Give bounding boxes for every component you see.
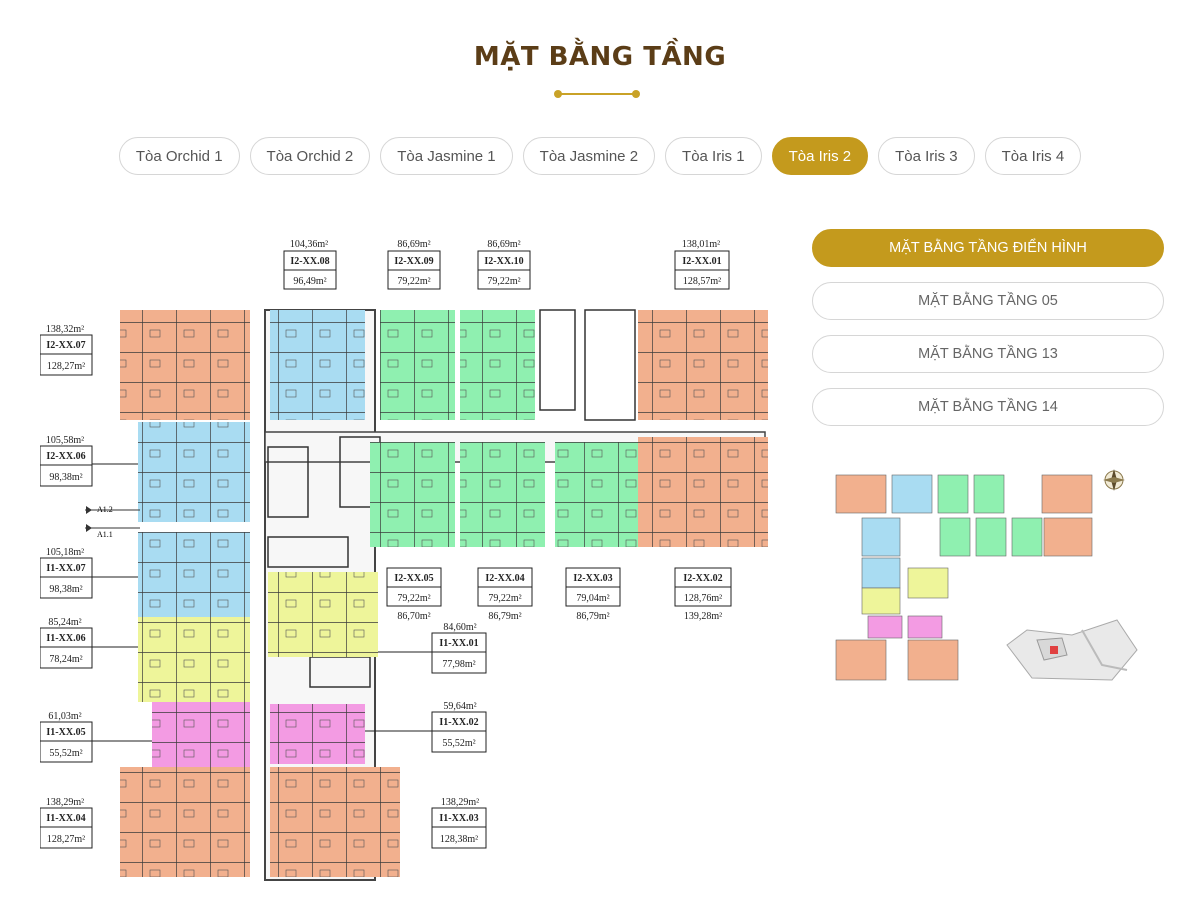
svg-text:77,98m²: 77,98m² — [442, 659, 475, 670]
unit-blocks — [120, 310, 768, 877]
svg-text:I2-XX.08: I2-XX.08 — [290, 256, 329, 267]
svg-text:128,27m²: 128,27m² — [47, 834, 85, 845]
svg-text:84,60m²: 84,60m² — [443, 622, 476, 633]
svg-text:I2-XX.07: I2-XX.07 — [46, 340, 85, 351]
svg-text:55,52m²: 55,52m² — [442, 738, 475, 749]
svg-text:138,29m²: 138,29m² — [441, 797, 479, 808]
svg-text:I2-XX.05: I2-XX.05 — [394, 573, 433, 584]
svg-text:I1-XX.07: I1-XX.07 — [46, 563, 85, 574]
page-title: MẶT BẰNG TẦNG — [473, 42, 727, 72]
tab-iris-4[interactable]: Tòa Iris 4 — [984, 137, 1082, 175]
building-tabs: Tòa Orchid 1 Tòa Orchid 2 Tòa Jasmine 1 … — [118, 137, 1082, 175]
label-i2-01t: 138,01m² I2-XX.01 128,57m² — [674, 239, 730, 290]
marker-a12: A1.2 — [97, 505, 113, 514]
tab-orchid-1[interactable]: Tòa Orchid 1 — [118, 137, 240, 175]
svg-text:128,27m²: 128,27m² — [47, 361, 85, 372]
svg-text:79,22m²: 79,22m² — [488, 593, 521, 604]
tab-iris-2[interactable]: Tòa Iris 2 — [771, 137, 869, 175]
svg-text:98,38m²: 98,38m² — [49, 584, 82, 595]
tab-orchid-2[interactable]: Tòa Orchid 2 — [249, 137, 371, 175]
label-i1-04: 138,29m² I1-XX.04 128,27m² — [40, 797, 93, 849]
svg-text:79,04m²: 79,04m² — [576, 593, 609, 604]
svg-text:I1-XX.03: I1-XX.03 — [439, 813, 478, 824]
svg-text:I1-XX.01: I1-XX.01 — [439, 638, 478, 649]
svg-text:55,52m²: 55,52m² — [49, 748, 82, 759]
unit-labels: 104,36m² I2-XX.08 96,49m² 86,69m² I2-XX.… — [40, 239, 732, 849]
label-i1-05: 61,03m² I1-XX.05 55,52m² — [40, 711, 152, 763]
svg-text:I2-XX.01: I2-XX.01 — [682, 256, 721, 267]
label-i2-07: 138,32m² I2-XX.07 128,27m² — [40, 324, 93, 376]
svg-text:59,64m²: 59,64m² — [443, 701, 476, 712]
floor-13-button[interactable]: MẶT BẰNG TẦNG 13 — [812, 335, 1164, 373]
svg-text:I1-XX.05: I1-XX.05 — [46, 727, 85, 738]
floor-typical-button[interactable]: MẶT BẰNG TẦNG ĐIỂN HÌNH — [812, 229, 1164, 267]
label-i2-10: 86,69m² I2-XX.10 79,22m² — [477, 239, 531, 290]
svg-text:98,38m²: 98,38m² — [49, 472, 82, 483]
svg-text:I2-XX.09: I2-XX.09 — [394, 256, 433, 267]
svg-text:128,38m²: 128,38m² — [440, 834, 478, 845]
svg-text:104,36m²: 104,36m² — [290, 239, 328, 250]
svg-text:138,29m²: 138,29m² — [46, 797, 84, 808]
svg-text:85,24m²: 85,24m² — [48, 617, 81, 628]
svg-text:86,69m²: 86,69m² — [397, 239, 430, 250]
svg-text:I2-XX.10: I2-XX.10 — [484, 256, 523, 267]
tab-iris-3[interactable]: Tòa Iris 3 — [878, 137, 975, 175]
svg-text:96,49m²: 96,49m² — [293, 276, 326, 287]
svg-text:79,22m²: 79,22m² — [397, 276, 430, 287]
svg-text:128,57m²: 128,57m² — [683, 276, 721, 287]
thumbnail-units — [835, 474, 1093, 681]
label-i1-02: 59,64m² I1-XX.02 55,52m² — [365, 701, 487, 753]
label-i2-08: 104,36m² I2-XX.08 96,49m² — [283, 239, 337, 290]
svg-text:105,58m²: 105,58m² — [46, 435, 84, 446]
title-divider — [554, 90, 640, 98]
label-i2-02: I2-XX.02 128,76m² 139,28m² — [674, 567, 732, 622]
compass-icon — [1103, 469, 1125, 491]
svg-text:139,28m²: 139,28m² — [684, 611, 722, 622]
svg-text:79,22m²: 79,22m² — [487, 276, 520, 287]
label-i2-04: I2-XX.04 79,22m² 86,79m² — [477, 567, 533, 622]
svg-text:I1-XX.06: I1-XX.06 — [46, 633, 85, 644]
svg-text:I1-XX.04: I1-XX.04 — [46, 813, 85, 824]
floor-plan-thumbnail[interactable] — [812, 440, 1142, 685]
svg-text:86,70m²: 86,70m² — [397, 611, 430, 622]
svg-text:138,01m²: 138,01m² — [682, 239, 720, 250]
svg-text:86,79m²: 86,79m² — [576, 611, 609, 622]
floor-14-button[interactable]: MẶT BẰNG TẦNG 14 — [812, 388, 1164, 426]
svg-text:78,24m²: 78,24m² — [49, 654, 82, 665]
label-i2-06: 105,58m² I2-XX.06 98,38m² — [40, 435, 138, 487]
label-i1-03: 138,29m² I1-XX.03 128,38m² — [431, 797, 487, 849]
svg-text:128,76m²: 128,76m² — [684, 593, 722, 604]
floor-plan-menu: MẶT BẰNG TẦNG ĐIỂN HÌNH MẶT BẰNG TẦNG 05… — [812, 229, 1164, 441]
site-map-thumbnail — [1006, 619, 1138, 681]
marker-a11: A1.1 — [97, 530, 113, 539]
svg-text:105,18m²: 105,18m² — [46, 547, 84, 558]
tab-jasmine-2[interactable]: Tòa Jasmine 2 — [522, 137, 656, 175]
svg-text:I2-XX.03: I2-XX.03 — [573, 573, 612, 584]
svg-text:86,79m²: 86,79m² — [488, 611, 521, 622]
label-i2-03: I2-XX.03 79,04m² 86,79m² — [565, 567, 621, 622]
svg-text:61,03m²: 61,03m² — [48, 711, 81, 722]
svg-text:79,22m²: 79,22m² — [397, 593, 430, 604]
label-i2-05: I2-XX.05 79,22m² 86,70m² — [386, 567, 442, 622]
floor-05-button[interactable]: MẶT BẰNG TẦNG 05 — [812, 282, 1164, 320]
label-i1-01: 84,60m² I1-XX.01 77,98m² — [378, 622, 487, 674]
svg-text:I1-XX.02: I1-XX.02 — [439, 717, 478, 728]
svg-text:138,32m²: 138,32m² — [46, 324, 84, 335]
label-i1-06: 85,24m² I1-XX.06 78,24m² — [40, 617, 138, 669]
section-markers: A1.2 A1.1 — [85, 505, 140, 539]
svg-text:86,69m²: 86,69m² — [487, 239, 520, 250]
svg-text:I2-XX.02: I2-XX.02 — [683, 573, 722, 584]
tab-iris-1[interactable]: Tòa Iris 1 — [665, 137, 762, 175]
label-i1-07: 105,18m² I1-XX.07 98,38m² — [40, 547, 138, 599]
label-i2-09: 86,69m² I2-XX.09 79,22m² — [387, 239, 441, 290]
svg-text:I2-XX.06: I2-XX.06 — [46, 451, 85, 462]
floor-plan[interactable]: A1.2 A1.1 104,36m² I2-XX.08 96,49m² 86,6… — [40, 232, 782, 882]
tab-jasmine-1[interactable]: Tòa Jasmine 1 — [380, 137, 513, 175]
svg-text:I2-XX.04: I2-XX.04 — [485, 573, 524, 584]
